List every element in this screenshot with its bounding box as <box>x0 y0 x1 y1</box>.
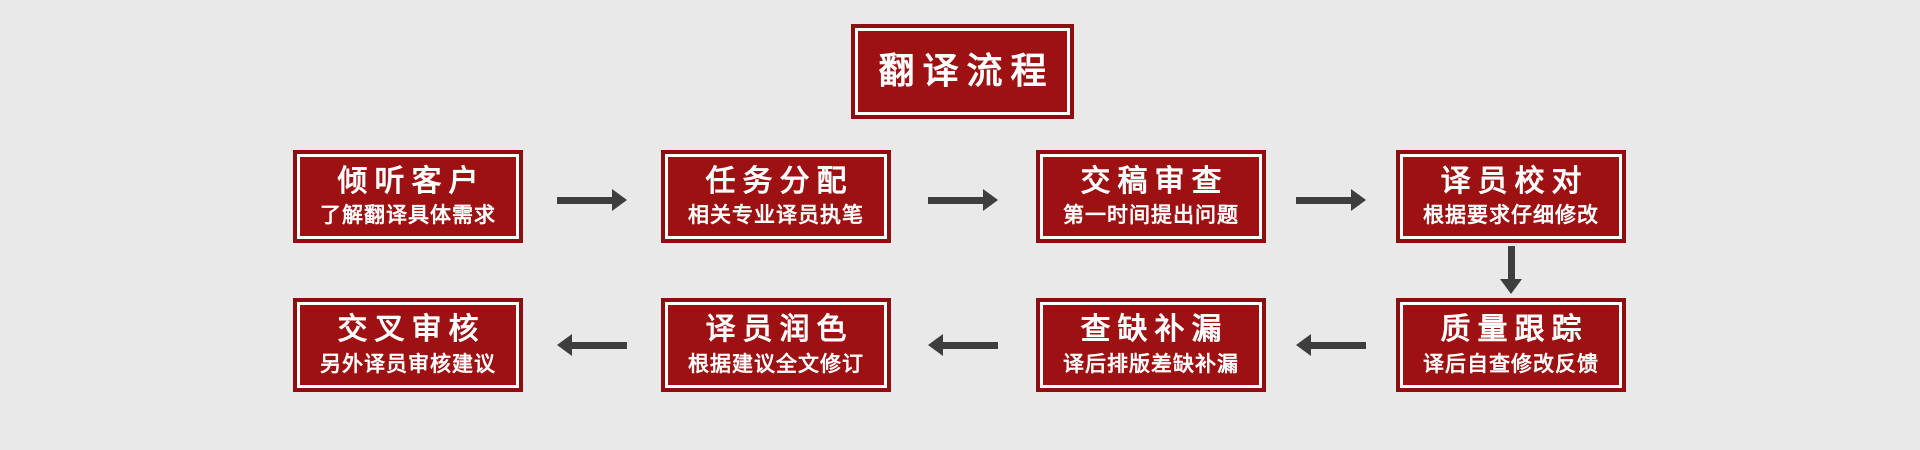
arrow-head <box>612 189 627 211</box>
step-title: 任务分配 <box>705 163 854 199</box>
arrow-shaft <box>1507 246 1515 279</box>
arrow-head <box>983 189 998 211</box>
step-title: 交稿审查 <box>1080 163 1229 199</box>
arrow-right-icon <box>557 189 627 211</box>
step-quality-tracking: 质量跟踪 译后自查修改反馈 <box>1396 298 1626 392</box>
arrow-shaft <box>1311 341 1366 349</box>
diagram-title-box: 翻译流程 <box>851 24 1074 119</box>
step-subtitle: 相关专业译员执笔 <box>688 203 864 228</box>
step-title: 查缺补漏 <box>1080 312 1229 348</box>
arrow-shaft <box>943 341 998 349</box>
arrow-head <box>1500 279 1522 294</box>
arrow-shaft <box>557 196 612 204</box>
arrow-head <box>557 334 572 356</box>
arrow-head <box>928 334 943 356</box>
step-subtitle: 另外译员审核建议 <box>320 351 496 376</box>
step-translator-proofreading: 译员校对 根据要求仔细修改 <box>1396 150 1626 243</box>
arrow-down-icon <box>1500 246 1522 294</box>
step-title: 交叉审核 <box>337 312 486 348</box>
arrow-left-icon <box>928 334 998 356</box>
arrow-head <box>1351 189 1366 211</box>
step-title: 倾听客户 <box>337 163 486 199</box>
step-cross-review: 交叉审核 另外译员审核建议 <box>293 298 523 392</box>
arrow-shaft <box>572 341 627 349</box>
step-subtitle: 根据要求仔细修改 <box>1423 203 1599 228</box>
diagram-title: 翻译流程 <box>878 50 1055 92</box>
arrow-shaft <box>928 196 983 204</box>
step-subtitle: 了解翻译具体需求 <box>320 203 496 228</box>
step-translator-polish: 译员润色 根据建议全文修订 <box>661 298 891 392</box>
step-gap-check: 查缺补漏 译后排版差缺补漏 <box>1036 298 1266 392</box>
step-subtitle: 译后自查修改反馈 <box>1423 351 1599 376</box>
step-subtitle: 译后排版差缺补漏 <box>1063 351 1239 376</box>
arrow-right-icon <box>928 189 998 211</box>
step-listen-to-client: 倾听客户 了解翻译具体需求 <box>293 150 523 243</box>
step-title: 译员润色 <box>705 312 854 348</box>
step-subtitle: 根据建议全文修订 <box>688 351 864 376</box>
arrow-shaft <box>1296 196 1351 204</box>
arrow-left-icon <box>557 334 627 356</box>
step-title: 质量跟踪 <box>1440 312 1589 348</box>
arrow-left-icon <box>1296 334 1366 356</box>
step-task-assignment: 任务分配 相关专业译员执笔 <box>661 150 891 243</box>
arrow-head <box>1296 334 1311 356</box>
step-title: 译员校对 <box>1440 163 1589 199</box>
arrow-right-icon <box>1296 189 1366 211</box>
step-subtitle: 第一时间提出问题 <box>1063 203 1239 228</box>
step-draft-review: 交稿审查 第一时间提出问题 <box>1036 150 1266 243</box>
